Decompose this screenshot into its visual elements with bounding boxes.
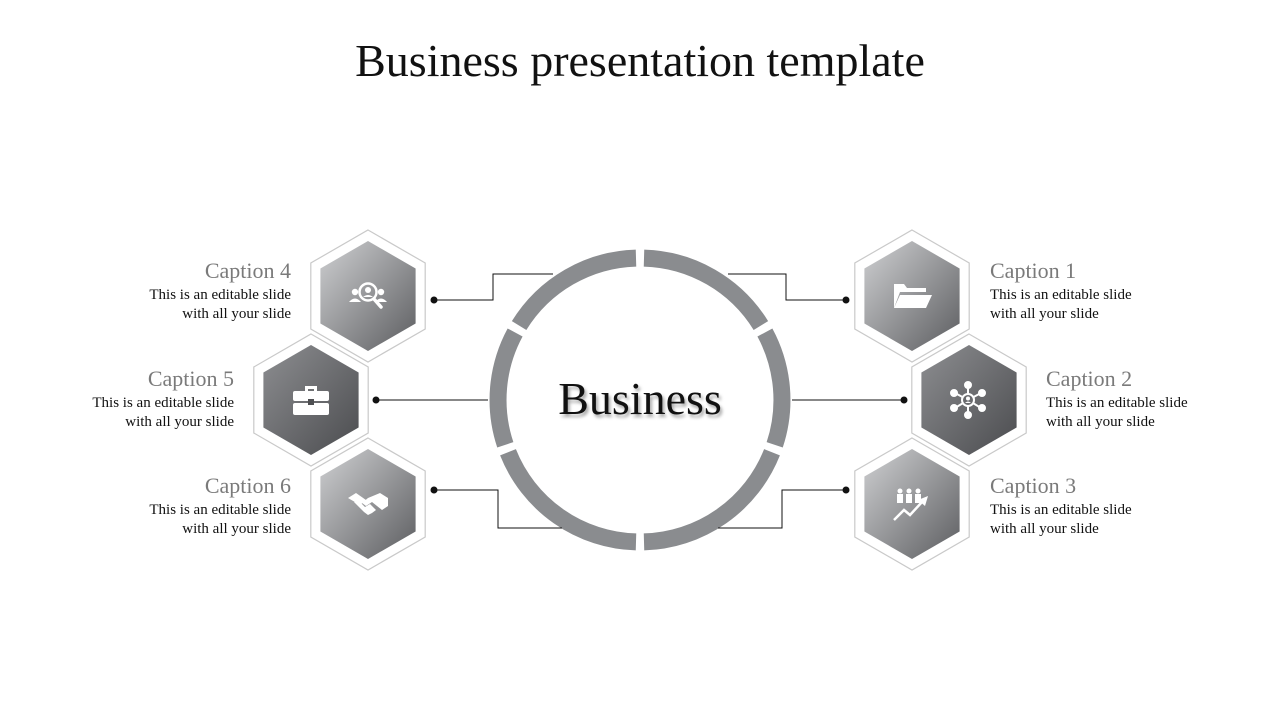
briefcase-icon — [293, 386, 329, 415]
ring-segment — [643, 249, 769, 331]
caption-1-line2: with all your slide — [990, 306, 1099, 322]
caption-6-title: Caption 6 — [204, 473, 291, 498]
center-ring — [489, 249, 791, 551]
connector-3 — [718, 489, 846, 529]
folder-icon — [894, 284, 932, 308]
ring-segment — [500, 449, 637, 551]
caption-3-line1: This is an editable slide — [990, 502, 1132, 518]
caption-3: Caption 3 This is an editable slide with… — [990, 473, 1230, 539]
connectors — [372, 273, 908, 529]
caption-5-title: Caption 5 — [147, 366, 234, 391]
caption-2: Caption 2 This is an editable slide with… — [1046, 366, 1280, 432]
caption-2-title: Caption 2 — [1046, 366, 1133, 391]
connector-4 — [434, 273, 553, 301]
caption-3-line2: with all your slide — [990, 521, 1099, 537]
caption-5-line2: with all your slide — [125, 414, 234, 430]
network-icon — [950, 381, 986, 419]
connector-1 — [728, 273, 846, 301]
caption-4: Caption 4 This is an editable slide with… — [51, 258, 291, 324]
user-search-icon — [349, 282, 387, 309]
ring-segment — [489, 328, 523, 448]
team-growth-icon — [893, 488, 928, 521]
ring-segment — [511, 249, 637, 331]
caption-2-line2: with all your slide — [1046, 414, 1155, 430]
connector-dot-3 — [842, 486, 850, 494]
caption-5: Caption 5 This is an editable slide with… — [0, 366, 234, 432]
connector-dot-4 — [430, 296, 438, 304]
caption-2-line1: This is an editable slide — [1046, 395, 1188, 411]
connector-dot-6 — [430, 486, 438, 494]
slide-title: Business presentation template — [355, 35, 925, 86]
caption-1-title: Caption 1 — [990, 258, 1077, 283]
caption-6-line1: This is an editable slide — [149, 502, 291, 518]
connector-6 — [434, 489, 562, 529]
ring-segment — [757, 328, 791, 448]
caption-5-line1: This is an editable slide — [92, 395, 234, 411]
caption-1: Caption 1 This is an editable slide with… — [990, 258, 1230, 324]
caption-4-line2: with all your slide — [182, 306, 291, 322]
caption-6: Caption 6 This is an editable slide with… — [51, 473, 291, 539]
center-label: Business — [558, 373, 722, 424]
ring-segment — [643, 449, 780, 551]
caption-3-title: Caption 3 — [990, 473, 1077, 498]
connector-dot-1 — [842, 296, 850, 304]
caption-1-line1: This is an editable slide — [990, 287, 1132, 303]
hexagon-fill-3 — [864, 449, 960, 559]
handshake-icon — [348, 493, 388, 515]
caption-4-title: Caption 4 — [204, 258, 291, 283]
caption-6-line2: with all your slide — [182, 521, 291, 537]
connector-dot-2 — [900, 396, 908, 404]
caption-4-line1: This is an editable slide — [149, 287, 291, 303]
connector-dot-5 — [372, 396, 380, 404]
